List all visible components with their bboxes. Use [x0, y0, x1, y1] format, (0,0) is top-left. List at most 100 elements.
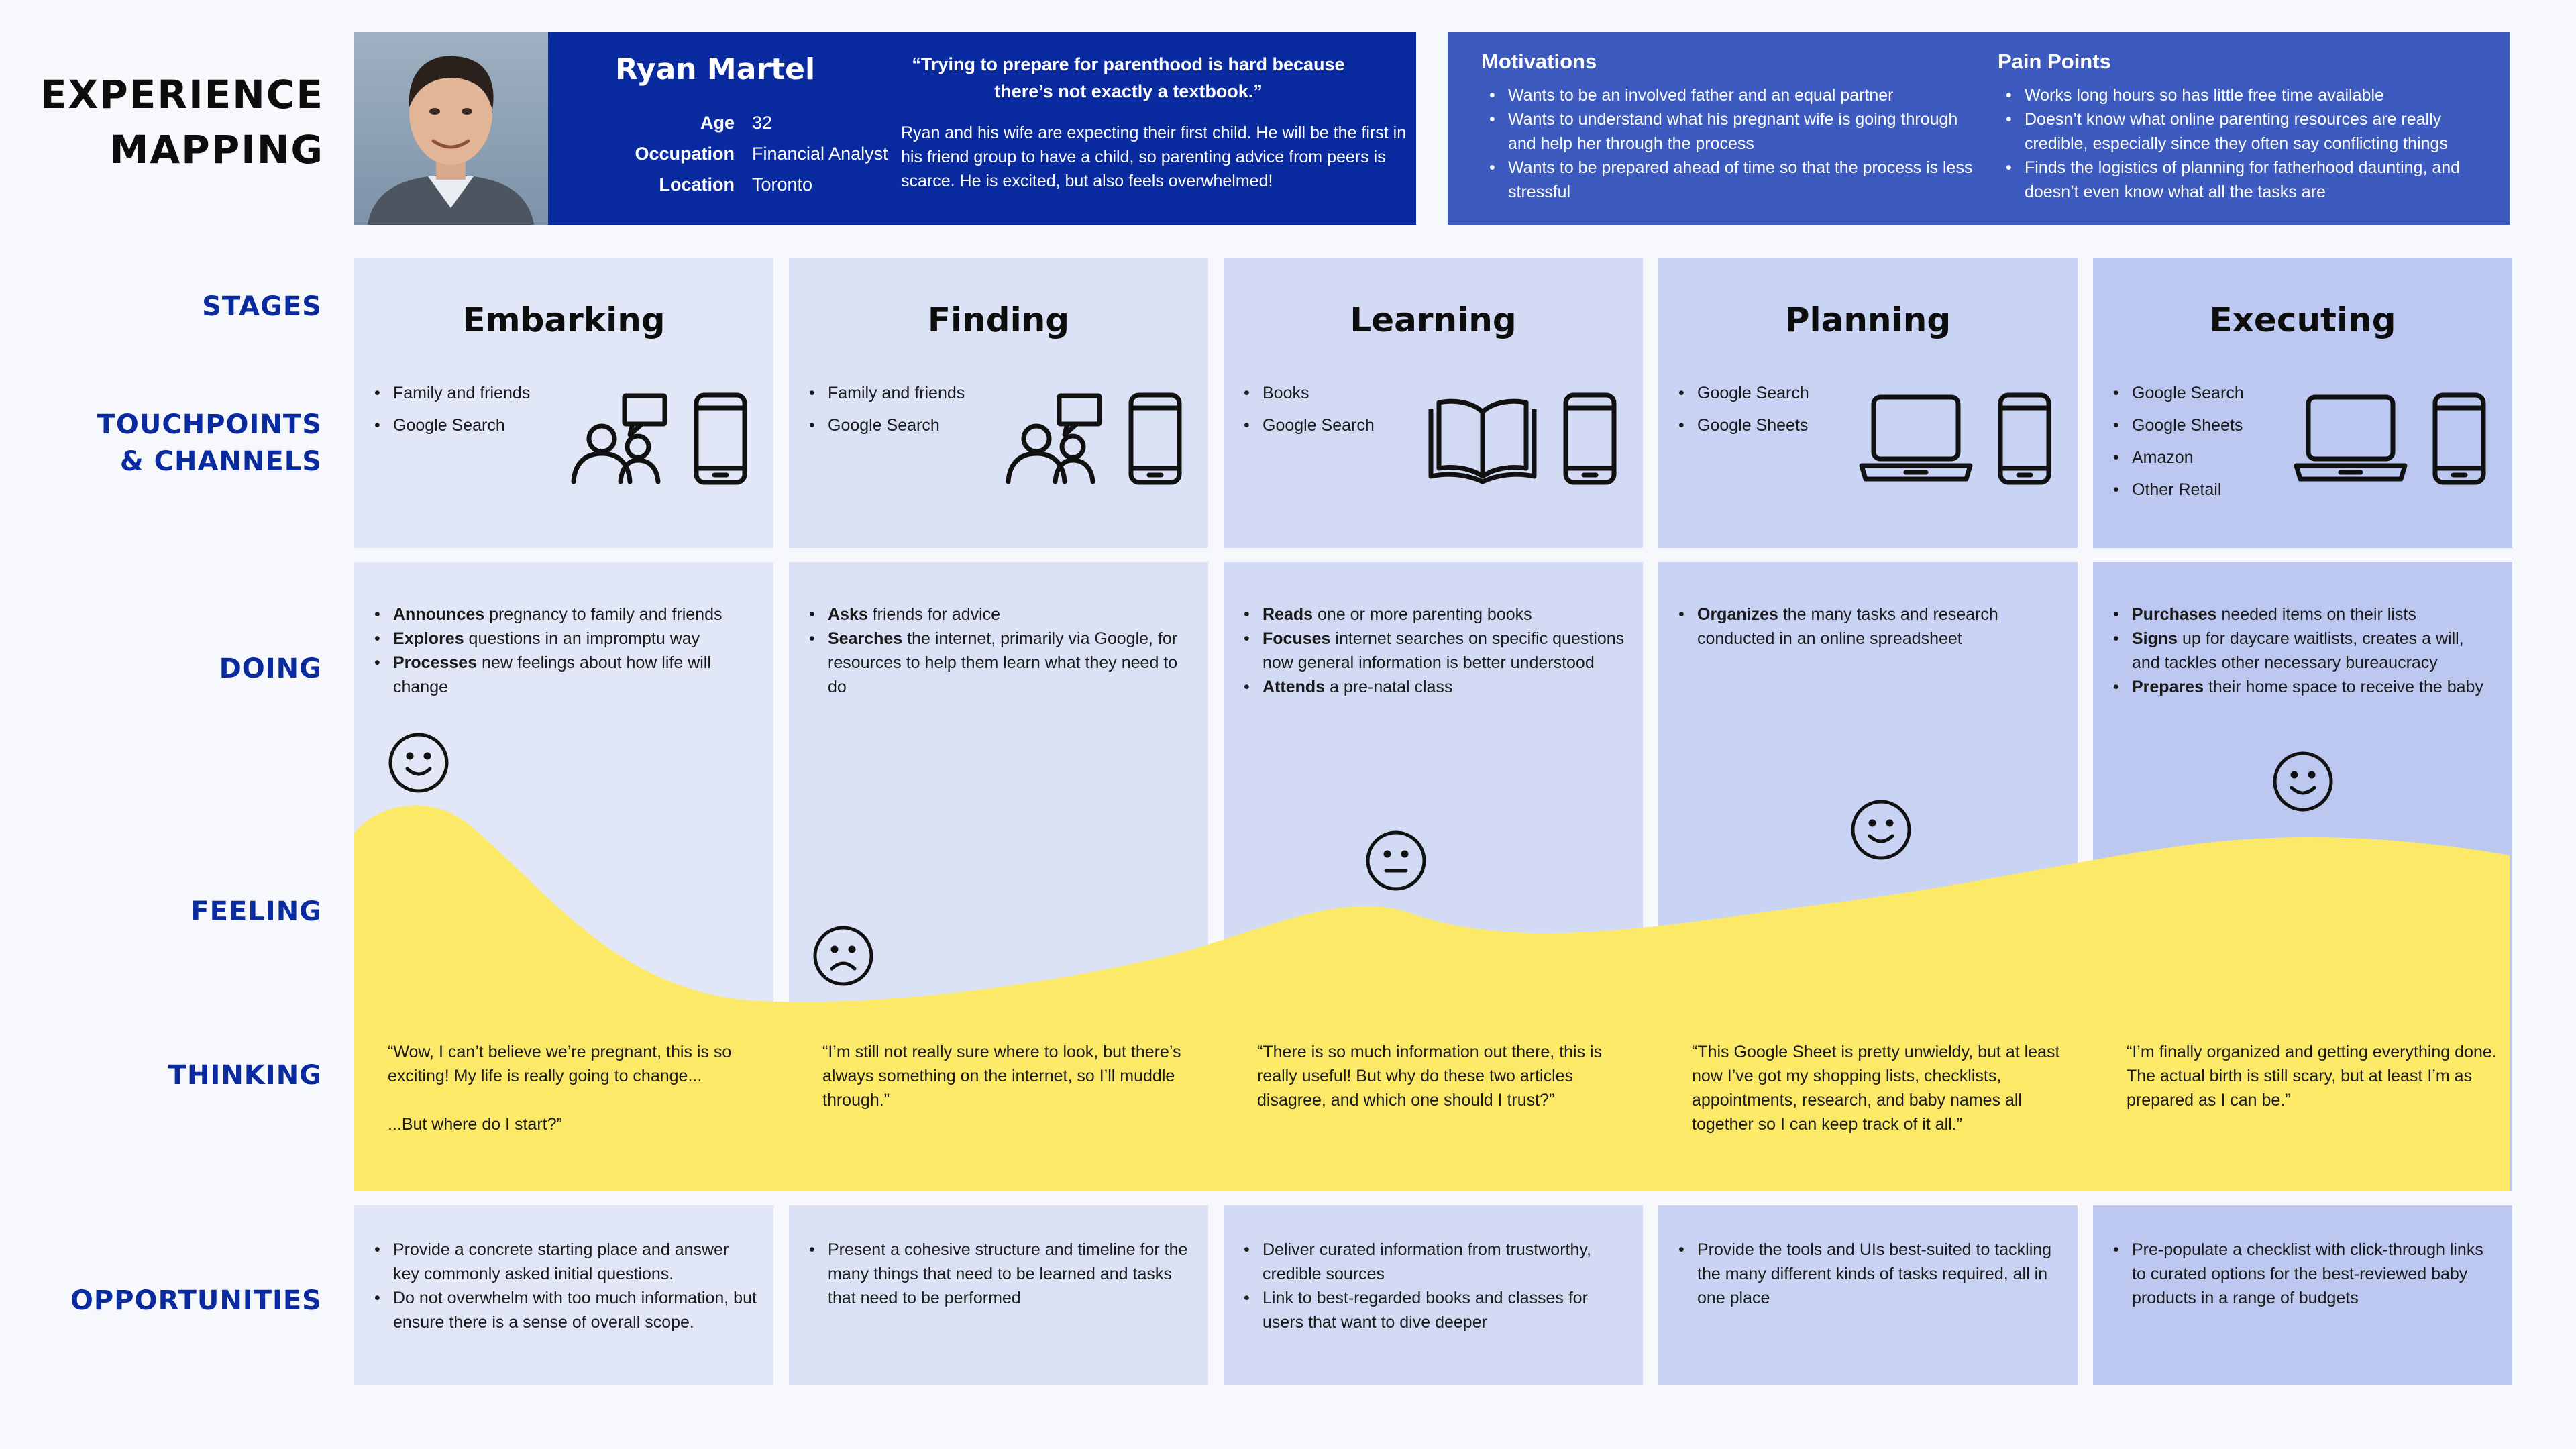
happy-face-icon: [387, 731, 450, 794]
touchpoint-item: Amazon: [2113, 441, 2244, 474]
opportunity-item: Provide the tools and UIs best-suited to…: [1678, 1238, 2061, 1310]
doing-item: Signs up for daycare waitlists, creates …: [2113, 627, 2496, 675]
touchpoint-item: Family and friends: [374, 377, 530, 409]
persona-description: Ryan and his wife are expecting their fi…: [901, 123, 1407, 191]
thinking-quote: “I’m finally organized and getting every…: [2127, 1042, 2497, 1110]
opportunities-column-planning: Provide the tools and UIs best-suited to…: [1658, 1205, 2078, 1385]
opportunities-column-learning: Deliver curated information from trustwo…: [1224, 1205, 1643, 1385]
doing-text: up for daycare waitlists, creates a will…: [2132, 629, 2464, 672]
touchpoint-item: Google Sheets: [2113, 409, 2244, 441]
phone-icon: [1562, 392, 1617, 489]
row-label-stages: STAGES: [202, 291, 322, 322]
doing-list: Reads one or more parenting booksFocuses…: [1244, 602, 1626, 699]
opportunity-item: Link to best-regarded books and classes …: [1244, 1286, 1626, 1334]
opportunities-column-executing: Pre-populate a checklist with click-thro…: [2093, 1205, 2512, 1385]
laptop-icon: [2294, 392, 2408, 489]
fact-label: Age: [700, 113, 735, 133]
opportunity-item: Deliver curated information from trustwo…: [1244, 1238, 1626, 1286]
stage-title: Learning: [1350, 301, 1517, 339]
row-label-doing: DOING: [219, 653, 322, 684]
motivation-item: Wants to understand what his pregnant wi…: [1481, 107, 1978, 156]
doing-verb: Searches: [828, 629, 903, 648]
doing-verb: Organizes: [1697, 605, 1778, 624]
touchpoint-list: Family and friendsGoogle Search: [809, 377, 965, 441]
doing-verb: Purchases: [2132, 605, 2217, 624]
persona-quote: “Trying to prepare for parenthood is har…: [912, 54, 1345, 101]
people-chat-icon: [568, 392, 669, 489]
doing-text: pregnancy to family and friends: [484, 605, 722, 624]
doing-item: Prepares their home space to receive the…: [2113, 675, 2496, 699]
fact-value: 32: [752, 113, 773, 133]
fact-value: Financial Analyst: [752, 144, 888, 164]
fact-label: Location: [659, 174, 735, 195]
doing-text: friends for advice: [867, 605, 1001, 624]
people-chat-icon: [1003, 392, 1104, 489]
touchpoint-item: Google Search: [2113, 377, 2244, 409]
stage-column-planning: Planning Google SearchGoogle Sheets: [1658, 258, 2078, 548]
doing-verb: Announces: [393, 605, 485, 624]
happy-face-icon: [2271, 750, 2334, 813]
touchpoint-item: Google Search: [374, 409, 530, 441]
pain-point-item: Works long hours so has little free time…: [1998, 83, 2494, 107]
doing-item: Processes new feelings about how life wi…: [374, 651, 757, 699]
stage-column-executing: Executing Google SearchGoogle SheetsAmaz…: [2093, 258, 2512, 548]
doing-text: questions in an impromptu way: [464, 629, 700, 648]
thinking-quote: “There is so much information out there,…: [1257, 1042, 1603, 1110]
touchpoint-item: Google Sheets: [1678, 409, 1809, 441]
doing-verb: Processes: [393, 653, 478, 672]
row-label-touchpoints: TOUCHPOINTS & CHANNELS: [97, 407, 322, 480]
stage-column-learning: Learning BooksGoogle Search: [1224, 258, 1643, 548]
doing-text: internet searches on specific questions …: [1263, 629, 1625, 672]
opportunity-item: Do not overwhelm with too much informati…: [374, 1286, 757, 1334]
opportunities-column-embarking: Provide a concrete starting place and an…: [354, 1205, 773, 1385]
opportunity-list: Provide a concrete starting place and an…: [374, 1238, 757, 1334]
neutral-face-icon: [1364, 829, 1428, 892]
doing-list: Organizes the many tasks and research co…: [1678, 602, 2061, 651]
row-label-feeling: FEELING: [191, 896, 322, 927]
stage-column-embarking: Embarking Family and friendsGoogle Searc…: [354, 258, 773, 548]
doing-item: Asks friends for advice: [809, 602, 1191, 627]
stage-title: Executing: [2209, 301, 2396, 339]
row-label-thinking: THINKING: [168, 1060, 322, 1091]
touchpoint-icons: [1859, 392, 2052, 489]
phone-icon: [1997, 392, 2052, 489]
fact-value: Toronto: [752, 174, 813, 195]
touchpoint-item: Google Search: [1678, 377, 1809, 409]
phone-icon: [2432, 392, 2487, 489]
persona-facts: Age 32 Occupation Financial Analyst Loca…: [595, 107, 888, 200]
doing-list: Purchases needed items on their listsSig…: [2113, 602, 2496, 699]
touchpoint-list: Family and friendsGoogle Search: [374, 377, 530, 441]
motivations-title: Motivations: [1481, 50, 1597, 73]
stage-title: Planning: [1784, 301, 1951, 339]
row-label-opportunities: OPPORTUNITIES: [70, 1285, 322, 1316]
page-title-line2: MAPPING: [109, 127, 324, 172]
pain-point-item: Doesn’t know what online parenting resou…: [1998, 107, 2494, 156]
touchpoint-item: Books: [1244, 377, 1375, 409]
opportunity-list: Deliver curated information from trustwo…: [1244, 1238, 1626, 1334]
doing-text: one or more parenting books: [1313, 605, 1532, 624]
thinking-quote: “This Google Sheet is pretty unwieldy, b…: [1692, 1042, 2060, 1134]
motivations: Motivations Wants to be an involved fath…: [1481, 50, 1978, 204]
book-icon: [1427, 393, 1538, 488]
doing-item: Attends a pre-natal class: [1244, 675, 1626, 699]
feeling-area: [354, 805, 2510, 1191]
doing-text: a pre-natal class: [1325, 678, 1453, 696]
touchpoint-icons: [2294, 392, 2487, 489]
doing-verb: Asks: [828, 605, 868, 624]
stage-column-finding: Finding Family and friendsGoogle Search: [789, 258, 1208, 548]
doing-verb: Signs: [2132, 629, 2178, 648]
touchpoint-item: Google Search: [1244, 409, 1375, 441]
stage-title: Embarking: [462, 301, 665, 339]
opportunity-item: Present a cohesive structure and timelin…: [809, 1238, 1191, 1310]
doing-item: Announces pregnancy to family and friend…: [374, 602, 757, 627]
doing-item: Searches the internet, primarily via Goo…: [809, 627, 1191, 699]
pain-points-title: Pain Points: [1998, 50, 2111, 73]
stage-title: Finding: [927, 301, 1070, 339]
thinking-quote: “I’m still not really sure where to look…: [822, 1042, 1181, 1110]
pain-point-item: Finds the logistics of planning for fath…: [1998, 156, 2494, 204]
doing-item: Reads one or more parenting books: [1244, 602, 1626, 627]
doing-item: Purchases needed items on their lists: [2113, 602, 2496, 627]
thinking-quote: “Wow, I can’t believe we’re pregnant, th…: [388, 1042, 732, 1134]
phone-icon: [693, 392, 748, 489]
